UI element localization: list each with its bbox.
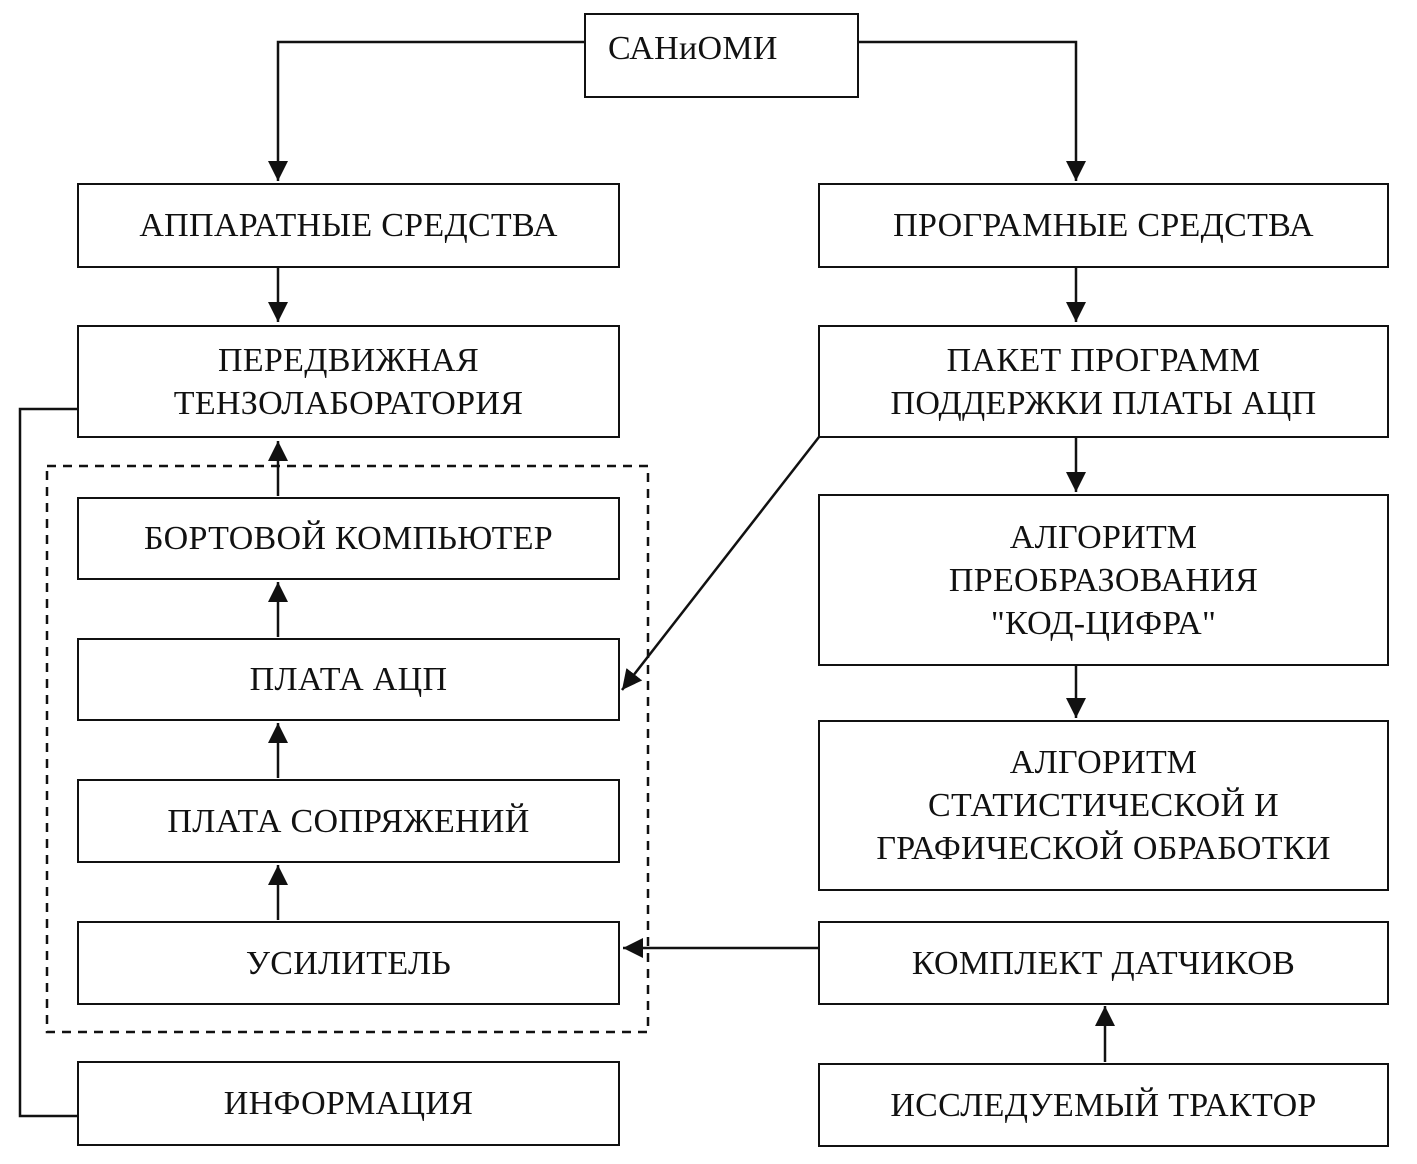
hardware-group-dashed-border: [45, 464, 650, 1034]
node-label: АЛГОРИТМ СТАТИСТИЧЕСКОЙ И ГРАФИЧЕСКОЙ ОБ…: [876, 744, 1331, 867]
node-label: УСИЛИТЕЛЬ: [245, 944, 452, 982]
node-test-tractor: ИССЛЕДУЕМЫЙ ТРАКТОР: [818, 1063, 1389, 1147]
node-hardware-header: АППАРАТНЫЕ СРЕДСТВА: [77, 183, 620, 268]
node-label: ИНФОРМАЦИЯ: [223, 1085, 474, 1122]
edge-package-to-adc-board: [621, 436, 820, 691]
node-label: ПРОГРАМНЫЕ СРЕДСТВА: [893, 207, 1314, 244]
node-sensor-kit: КОМПЛЕКТ ДАТЧИКОВ: [818, 921, 1389, 1005]
node-label: ПАКЕТ ПРОГРАММ ПОДДЕРЖКИ ПЛАТЫ АЦП: [890, 341, 1317, 422]
node-interface-board: ПЛАТА СОПРЯЖЕНИЙ: [77, 779, 620, 863]
edge-root-to-hardware: [268, 40, 584, 181]
node-label: КОМПЛЕКТ ДАТЧИКОВ: [911, 944, 1296, 982]
node-code-to-digit-algorithm: АЛГОРИТМ ПРЕОБРАЗОВАНИЯ "КОД-ЦИФРА": [818, 494, 1389, 666]
node-label: ПЛАТА АЦП: [249, 661, 448, 698]
node-label: ИССЛЕДУЕМЫЙ ТРАКТОР: [890, 1086, 1317, 1124]
node-label: ПЛАТА СОПРЯЖЕНИЙ: [167, 802, 530, 840]
node-amplifier: УСИЛИТЕЛЬ: [77, 921, 620, 1005]
node-information: ИНФОРМАЦИЯ: [77, 1061, 620, 1146]
node-label: ПЕРЕДВИЖНАЯ ТЕНЗОЛАБОРАТОРИЯ: [173, 341, 524, 422]
node-label: АППАРАТНЫЕ СРЕДСТВА: [139, 207, 558, 244]
node-statistical-graphical-algorithm: АЛГОРИТМ СТАТИСТИЧЕСКОЙ И ГРАФИЧЕСКОЙ ОБ…: [818, 720, 1389, 891]
edge-mobile-lab-to-information: [18, 407, 77, 1118]
edge-root-to-software: [858, 40, 1086, 181]
node-adc-software-package: ПАКЕТ ПРОГРАММ ПОДДЕРЖКИ ПЛАТЫ АЦП: [818, 325, 1389, 438]
node-software-header: ПРОГРАМНЫЕ СРЕДСТВА: [818, 183, 1389, 268]
root-node-label: САНиОМИ: [608, 30, 778, 67]
node-label: АЛГОРИТМ ПРЕОБРАЗОВАНИЯ "КОД-ЦИФРА": [948, 518, 1259, 642]
node-mobile-strain-lab: ПЕРЕДВИЖНАЯ ТЕНЗОЛАБОРАТОРИЯ: [77, 325, 620, 438]
node-label: БОРТОВОЙ КОМПЬЮТЕР: [144, 520, 553, 557]
node-adc-board: ПЛАТА АЦП: [77, 638, 620, 721]
root-node-sanioimi: САНиОМИ: [584, 13, 859, 98]
node-onboard-computer: БОРТОВОЙ КОМПЬЮТЕР: [77, 497, 620, 580]
